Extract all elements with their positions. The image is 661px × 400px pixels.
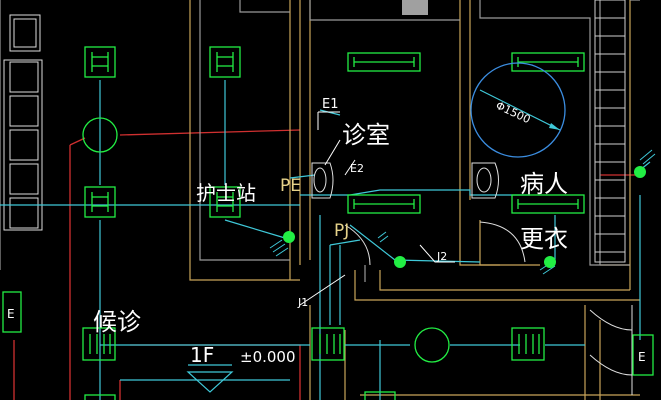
square-fixture-5 — [82, 327, 116, 361]
wire-ticks — [269, 149, 656, 275]
square-fixture-7 — [511, 327, 545, 361]
label-pe: PE — [280, 176, 301, 196]
square-fixture-2 — [209, 46, 241, 78]
label-waiting: 候诊 — [93, 308, 141, 336]
red-wire-top — [119, 129, 301, 136]
label-patient: 病人 — [520, 170, 568, 198]
linear-light-4 — [511, 194, 585, 214]
switch-2 — [394, 256, 406, 268]
walls-yellow — [189, 0, 640, 400]
exhaust-fan: Φ1500 — [470, 62, 566, 158]
round-light-bottom — [414, 327, 450, 363]
ceiling-lights-round — [82, 117, 450, 363]
windows-left — [3, 14, 43, 231]
square-fixture-1 — [84, 46, 116, 78]
square-fixture-3 — [84, 186, 116, 218]
sinks — [311, 162, 499, 199]
walls-gray — [0, 0, 640, 282]
linear-light-2 — [511, 52, 585, 72]
label-floor: 1F — [190, 343, 214, 367]
square-fixture-6 — [311, 327, 345, 361]
column-block — [402, 0, 428, 15]
leaders — [299, 111, 455, 306]
switch-4 — [634, 166, 646, 178]
label-changing: 更衣 — [520, 225, 568, 253]
label-pj: PJ — [334, 221, 349, 241]
switch-1 — [283, 231, 295, 243]
label-consult-room: 诊室 — [342, 121, 390, 149]
switches — [283, 166, 646, 268]
panels — [2, 291, 654, 376]
panel-right — [632, 334, 654, 376]
panel-right-label: E — [638, 350, 646, 364]
doors — [344, 221, 633, 395]
linear-light-1 — [347, 52, 421, 72]
panel-left-label: E — [7, 307, 15, 321]
label-e2: E2 — [350, 162, 364, 175]
label-e1: E1 — [322, 97, 339, 112]
label-nurse-station: 护士站 — [196, 181, 256, 205]
round-light-left — [82, 117, 118, 153]
linear-lights — [347, 52, 585, 214]
label-elevation: ±0.000 — [240, 348, 296, 366]
sink-right — [471, 162, 499, 199]
linear-light-3 — [347, 194, 421, 214]
switch-3 — [544, 256, 556, 268]
label-j2: J2 — [436, 250, 447, 263]
stair-right — [594, 0, 626, 263]
diameter-label: Φ1500 — [494, 99, 533, 126]
square-fixture-4 — [209, 186, 241, 218]
label-j1: J1 — [297, 296, 308, 309]
elevation-mark — [186, 364, 234, 393]
sink-left — [311, 162, 334, 199]
square-fixtures — [82, 46, 545, 400]
panel-left — [2, 291, 22, 333]
